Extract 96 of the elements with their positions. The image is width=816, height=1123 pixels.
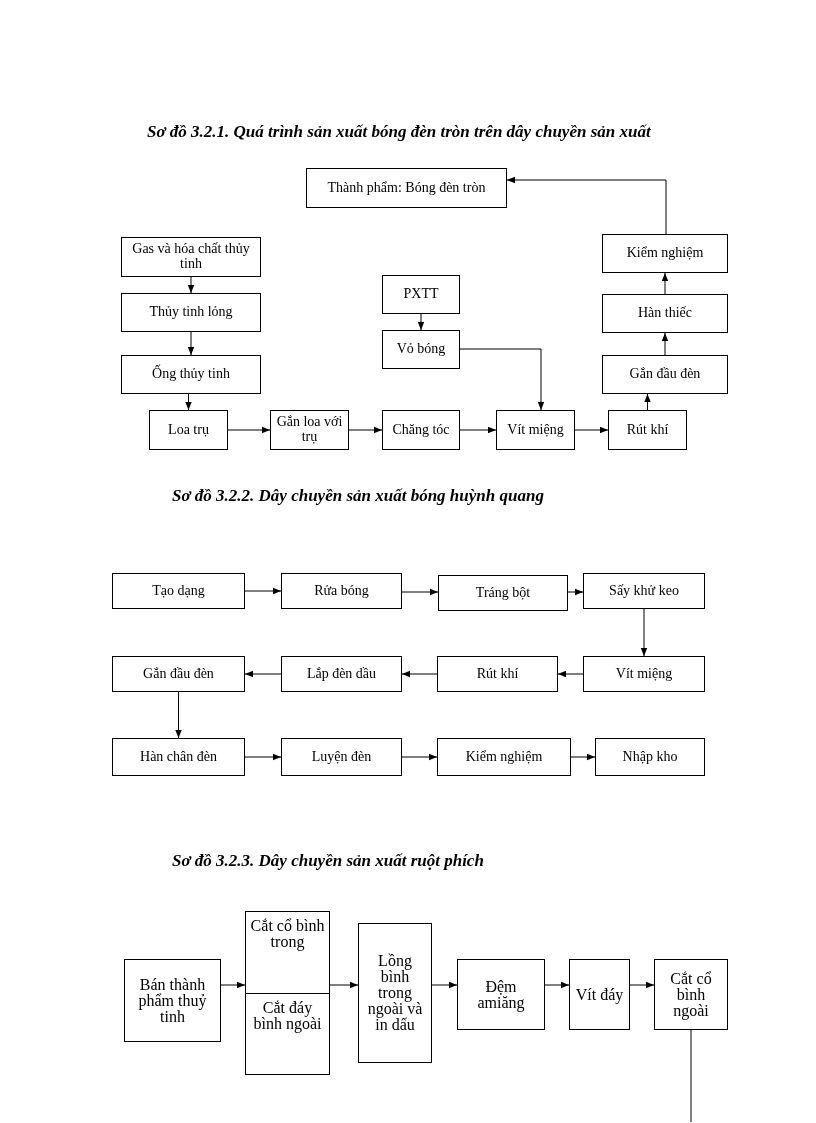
process-box bbox=[112, 656, 245, 692]
process-box bbox=[112, 738, 245, 776]
box-label: Tráng bột bbox=[474, 585, 532, 601]
process-box bbox=[569, 959, 630, 1030]
arrow bbox=[459, 348, 545, 411]
arrow bbox=[431, 981, 458, 989]
diagram-title: Sơ đồ 3.2.1. Quá trình sản xuất bóng đèn tròn trên dây chuyền sản xuất bbox=[147, 122, 651, 142]
process-box bbox=[438, 575, 568, 611]
box-label: Cắt cổ bình ngoài bbox=[669, 970, 713, 1019]
box-label: Đệm amiăng bbox=[476, 978, 526, 1011]
box-label: Tạo dạng bbox=[151, 583, 206, 599]
process-box bbox=[121, 237, 261, 277]
arrow bbox=[329, 981, 359, 989]
process-box bbox=[602, 294, 728, 333]
process-box bbox=[121, 293, 261, 332]
arrow bbox=[629, 981, 655, 989]
arrow bbox=[506, 176, 667, 235]
arrow bbox=[244, 670, 282, 678]
box-label: Luyện đèn bbox=[310, 749, 373, 765]
process-box bbox=[595, 738, 705, 776]
process-box bbox=[121, 355, 261, 394]
box-label: Lắp đèn dầu bbox=[305, 666, 378, 682]
arrow bbox=[574, 426, 609, 434]
arrow bbox=[557, 670, 584, 678]
arrow bbox=[459, 426, 497, 434]
box-label: Hàn thiếc bbox=[637, 306, 693, 321]
process-box bbox=[583, 573, 705, 609]
process-box bbox=[281, 656, 402, 692]
process-box bbox=[583, 656, 705, 692]
box-label: Kiểm nghiệm bbox=[625, 246, 705, 261]
box-label: Sấy khử keo bbox=[608, 583, 680, 599]
diagram-heading: Sơ đồ 3.2.3. Dây chuyền sản xuất ruột phích bbox=[172, 851, 484, 871]
arrow bbox=[401, 670, 438, 678]
box-label: Vít đáy bbox=[574, 986, 625, 1003]
box-label: Vỏ bóng bbox=[395, 342, 447, 357]
process-box bbox=[281, 738, 402, 776]
box-label: Vít miệng bbox=[506, 422, 565, 438]
process-box bbox=[457, 959, 545, 1030]
arrow bbox=[244, 753, 282, 761]
box-label: Gắn đầu đèn bbox=[142, 666, 215, 682]
process-box bbox=[496, 410, 575, 450]
process-box bbox=[245, 911, 330, 1075]
arrow bbox=[348, 426, 383, 434]
arrow bbox=[401, 753, 438, 761]
process-box bbox=[654, 959, 728, 1030]
arrow bbox=[661, 332, 669, 356]
box-label: Loa trụ bbox=[167, 422, 210, 438]
box-label: Vít miệng bbox=[614, 666, 674, 682]
box-label: Rửa bóng bbox=[313, 583, 370, 599]
process-box bbox=[382, 330, 460, 369]
connector-line bbox=[690, 1029, 692, 1123]
process-box bbox=[149, 410, 228, 450]
box-label: Thành phẩm: Bóng đèn tròn bbox=[326, 180, 487, 196]
box-label: Rút khí bbox=[625, 422, 670, 438]
arrow bbox=[567, 588, 584, 596]
arrow bbox=[187, 331, 195, 356]
arrow bbox=[544, 981, 570, 989]
process-box bbox=[281, 573, 402, 609]
arrow bbox=[661, 272, 669, 295]
diagram-heading: Sơ đồ 3.2.2. Dây chuyền sản xuất bóng huỳnh quang bbox=[172, 486, 544, 506]
process-box bbox=[112, 573, 245, 609]
box-label: Gas và hóa chất thủy tinh bbox=[131, 242, 251, 272]
process-box bbox=[437, 738, 571, 776]
process-box bbox=[124, 959, 221, 1042]
box-label: Chăng tóc bbox=[391, 422, 451, 438]
process-box bbox=[382, 275, 460, 314]
arrow bbox=[185, 393, 192, 411]
box-label: Rút khí bbox=[475, 666, 520, 682]
box-label: Cắt cổ bình trong bbox=[249, 916, 326, 953]
arrow bbox=[227, 426, 271, 434]
box-label: Cắt đáy bình ngoài bbox=[246, 992, 329, 1074]
arrow bbox=[417, 313, 425, 331]
box-label: PXTT bbox=[402, 287, 440, 302]
arrow bbox=[570, 753, 596, 761]
arrow bbox=[401, 588, 439, 596]
process-box bbox=[602, 355, 728, 394]
arrow bbox=[187, 276, 195, 294]
process-box bbox=[358, 923, 432, 1063]
box-label: Thủy tinh lỏng bbox=[148, 305, 234, 320]
box-label: Kiểm nghiệm bbox=[464, 749, 544, 765]
arrow bbox=[640, 608, 648, 657]
process-box bbox=[602, 234, 728, 273]
box-label: Hàn chân đèn bbox=[139, 749, 218, 765]
process-box bbox=[437, 656, 558, 692]
box-label: Bán thành phẩm thuỷ tinh bbox=[137, 976, 208, 1025]
process-box bbox=[306, 168, 507, 208]
process-box bbox=[382, 410, 460, 450]
box-label: Lồng bình trong ngoài và in dấu bbox=[366, 953, 424, 1033]
process-box bbox=[608, 410, 687, 450]
arrow bbox=[175, 691, 182, 739]
box-label: Gắn đầu đèn bbox=[628, 367, 702, 382]
box-label: Nhập kho bbox=[621, 749, 679, 765]
arrow bbox=[244, 587, 282, 595]
arrow bbox=[644, 393, 651, 411]
box-label: Gắn loa với trụ bbox=[275, 415, 344, 445]
arrow bbox=[220, 981, 246, 989]
